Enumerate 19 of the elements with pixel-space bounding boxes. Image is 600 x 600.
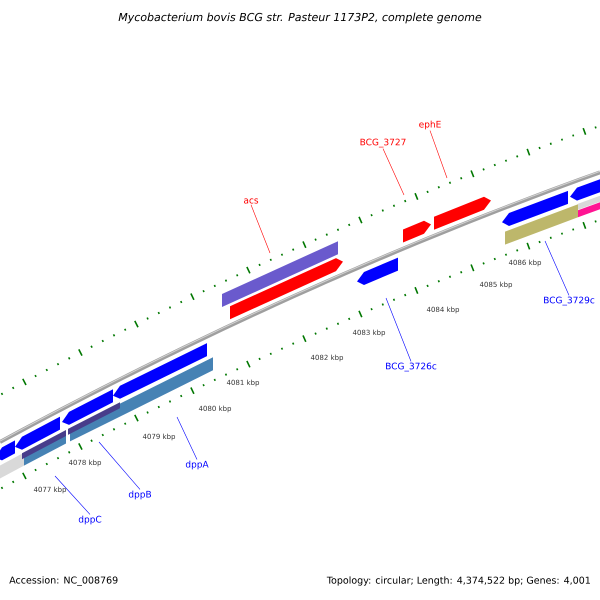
footer-text: Topology: circular; Length: 4,374,522 bp; Genes: 4,001 (326, 576, 590, 586)
gene-label: BCG_3729c (544, 296, 594, 306)
leader-line (250, 204, 270, 254)
leader-line (54, 476, 90, 515)
gene-label: ephE (419, 120, 441, 130)
gene-label: BCG_3726c (386, 362, 436, 372)
gene-label: dppB (128, 490, 152, 500)
leader-line (544, 240, 570, 296)
leader-line (430, 130, 448, 178)
title: Mycobacterium bovis BCG str. Pasteur 1173P2, complete genome (118, 12, 482, 24)
leader-line (386, 298, 412, 362)
gene-label: dppC (78, 516, 102, 524)
leader-line (382, 148, 404, 196)
gene-label: BCG_3727 (360, 138, 406, 148)
footer-text: Accession: NC_008769 (9, 576, 118, 586)
gene-label: dppA (186, 460, 209, 470)
leader-line (98, 442, 140, 490)
leader-line (176, 416, 198, 460)
gene-label: acs (244, 198, 258, 204)
